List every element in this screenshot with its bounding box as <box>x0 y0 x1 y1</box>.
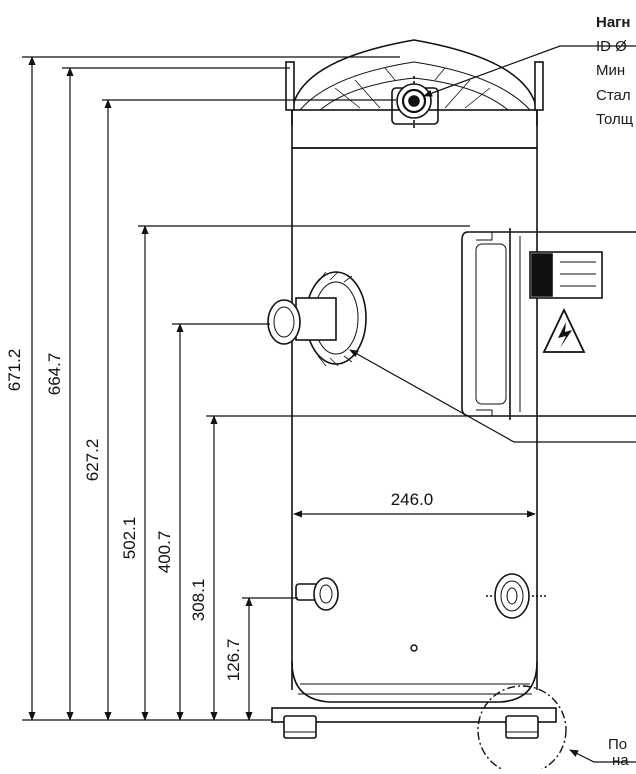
discharge-min-line: Мин <box>596 62 626 79</box>
discharge-id-line: ID Ø <box>596 38 627 55</box>
dim-246: 246.0 <box>391 490 434 509</box>
dim-664: 664.7 <box>45 353 64 396</box>
dim-502: 502.1 <box>120 517 139 560</box>
base-note-line2: на <box>612 752 629 769</box>
discharge-thickness-line: Толщ <box>596 111 634 128</box>
dim-308: 308.1 <box>189 579 208 622</box>
dim-671: 671.2 <box>5 349 24 392</box>
discharge-title: Нагн <box>596 14 631 31</box>
dim-400: 400.7 <box>155 531 174 574</box>
compressor-shell <box>291 147 538 703</box>
leader-lines <box>349 45 636 763</box>
top-dome <box>285 39 544 149</box>
detail-circle <box>477 685 567 774</box>
oil-equalization-port <box>295 577 339 611</box>
oil-sight-glass <box>486 573 546 619</box>
suction-port <box>267 271 367 367</box>
discharge-steel-line: Стал <box>596 87 631 104</box>
small-screw <box>410 644 418 652</box>
dim-627: 627.2 <box>83 439 102 482</box>
dimension-lines <box>22 56 536 721</box>
discharge-port <box>391 76 439 130</box>
dim-126: 126.7 <box>224 639 243 682</box>
mounting-base <box>271 707 557 739</box>
terminal-box <box>461 228 636 420</box>
base-note-line1: По <box>608 736 628 753</box>
